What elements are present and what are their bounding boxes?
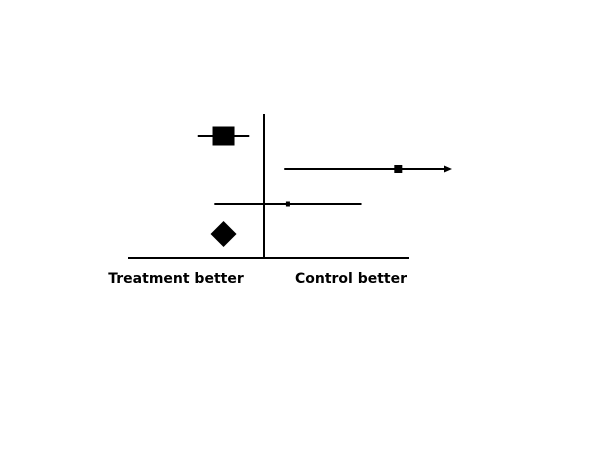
treatment-better-label: Treatment better [108,271,244,287]
study-markers [197,126,452,207]
study-point-estimate [394,165,403,173]
ci-arrow-icon [444,165,452,173]
pooled-estimate-diamond [210,221,237,247]
study-point-estimate [285,201,290,207]
study-point-estimate [212,126,235,146]
control-better-label: Control better [295,271,407,287]
